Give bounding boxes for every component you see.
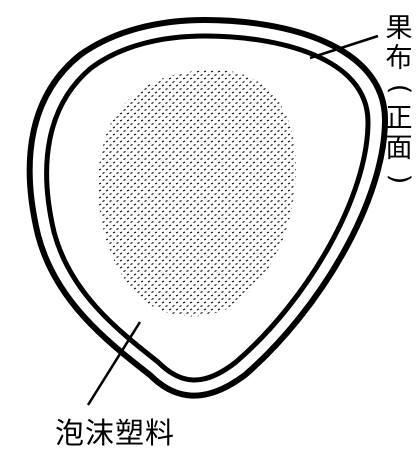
fabric-leader-line	[309, 34, 379, 60]
fabric-front-label: 果 布 ( 正 面 )	[384, 13, 415, 194]
fabric-label-char-2: 布	[385, 43, 413, 74]
foam-leader-line	[86, 321, 142, 406]
fabric-label-char-1: 果	[385, 13, 413, 44]
fabric-label-close-paren: )	[384, 173, 415, 185]
fabric-outer-outline	[26, 16, 389, 399]
fabric-label-char-4: 面	[385, 133, 413, 164]
fabric-inner-outline	[44, 33, 371, 383]
foam-label: 泡沫塑料	[55, 416, 176, 450]
fabric-label-open-paren: (	[384, 83, 415, 95]
foam-stipple-area	[98, 70, 296, 317]
fabric-label-char-3: 正	[385, 103, 413, 134]
